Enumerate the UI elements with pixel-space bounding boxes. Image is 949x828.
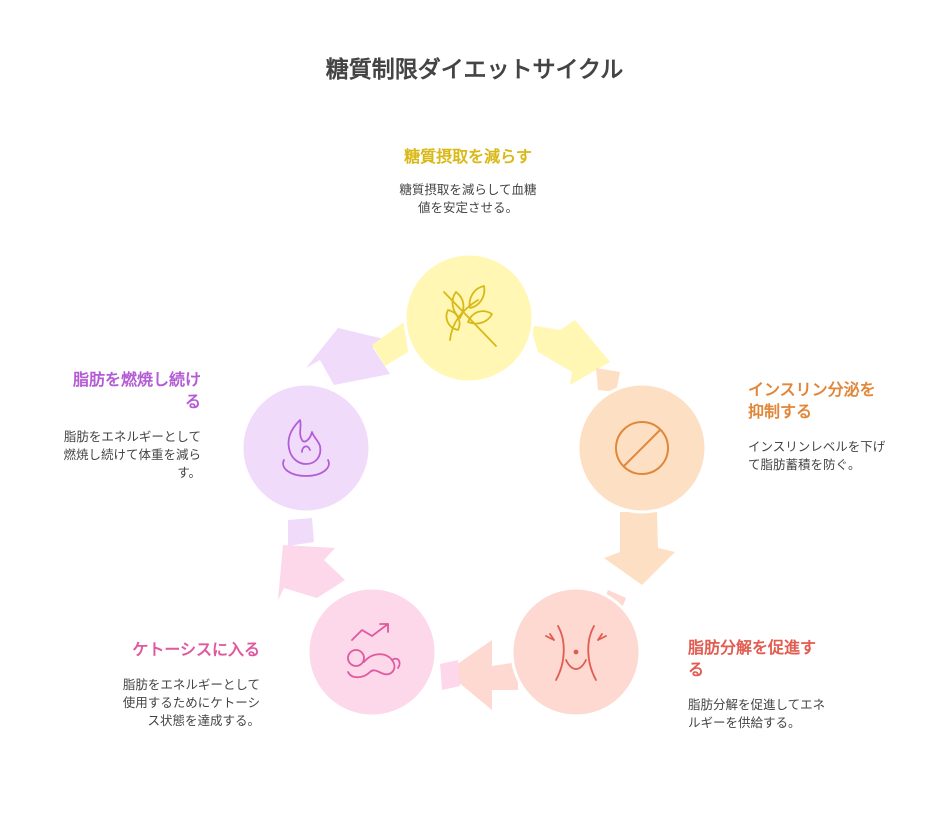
step-circle-keep-burning-fat	[240, 382, 372, 514]
step-label-line: インスリン分泌を	[748, 380, 876, 399]
arrow-wedge-bottom-left	[440, 660, 460, 690]
step-desc-suppress-insulin: インスリンレベルを下げ て脂肪蓄積を防ぐ。	[748, 438, 938, 474]
step-desc-line: 値を安定させる。	[417, 200, 518, 215]
step-circle-enter-ketosis	[306, 586, 438, 718]
step-desc-line: て脂肪蓄積を防ぐ。	[748, 457, 861, 472]
step-desc-promote-fat-breakdown: 脂肪分解を促進してエネ ルギーを供給する。	[688, 696, 888, 732]
step-label-line: る	[184, 392, 201, 411]
arrow-wedge-left	[288, 518, 314, 546]
step-desc-line: 脂肪をエネルギーとして	[122, 677, 260, 692]
arrow-breakdown-to-ketosis	[446, 640, 518, 710]
arrow-wedge-top	[372, 322, 408, 366]
step-label-enter-ketosis: ケトーシスに入る	[60, 639, 260, 661]
step-desc-enter-ketosis: 脂肪をエネルギーとして 使用するためにケトーシ ス状態を達成する。	[60, 676, 260, 730]
page-title: 糖質制限ダイエットサイクル	[325, 57, 624, 83]
step-desc-line: 使用するためにケトーシ	[122, 695, 260, 710]
arrow-burning-to-reduce	[306, 328, 390, 385]
step-desc-line: 脂肪分解を促進してエネ	[688, 697, 826, 712]
step-desc-line: ルギーを供給する。	[688, 715, 801, 730]
step-circle-suppress-insulin	[576, 382, 708, 514]
step-label-line: る	[688, 660, 705, 679]
flame-icon	[282, 419, 330, 477]
step-label-line: 脂肪分解を促進す	[688, 638, 817, 657]
no-grain-icon	[443, 285, 497, 347]
step-label-keep-burning-fat: 脂肪を燃焼し続け る	[0, 369, 201, 413]
step-desc-line: ス状態を達成する。	[147, 713, 260, 728]
step-label-promote-fat-breakdown: 脂肪分解を促進す る	[688, 637, 888, 681]
step-desc-line: 燃焼し続けて体重を減ら	[63, 447, 201, 462]
step-label-line: 抑制する	[748, 402, 813, 421]
arrow-wedge-right	[596, 368, 620, 392]
step-label-line: ケトーシスに入る	[132, 640, 260, 659]
step-desc-line: 糖質摂取を減らして血糖	[399, 182, 537, 197]
step-circle-promote-fat-breakdown	[510, 586, 642, 718]
step-desc-keep-burning-fat: 脂肪をエネルギーとして 燃焼し続けて体重を減ら す。	[0, 428, 201, 482]
lying-person-trend-icon	[347, 623, 401, 679]
step-label-line: 糖質摂取を減らす	[404, 147, 532, 166]
step-desc-reduce-carbs: 糖質摂取を減らして血糖 値を安定させる。	[368, 181, 568, 217]
step-circle-reduce-carbs	[403, 252, 535, 384]
waist-icon	[545, 625, 607, 681]
arrow-reduce-to-insulin	[530, 320, 610, 385]
prohibited-icon	[615, 421, 669, 475]
step-desc-line: インスリンレベルを下げ	[748, 439, 886, 454]
step-desc-line: 脂肪をエネルギーとして	[63, 429, 201, 444]
step-label-reduce-carbs: 糖質摂取を減らす	[368, 146, 568, 168]
step-label-suppress-insulin: インスリン分泌を 抑制する	[748, 379, 938, 423]
step-desc-line: す。	[177, 465, 201, 480]
arrow-ketosis-to-burning	[278, 545, 345, 600]
step-label-line: 脂肪を燃焼し続け	[72, 370, 201, 389]
arrow-insulin-to-breakdown	[604, 512, 675, 585]
